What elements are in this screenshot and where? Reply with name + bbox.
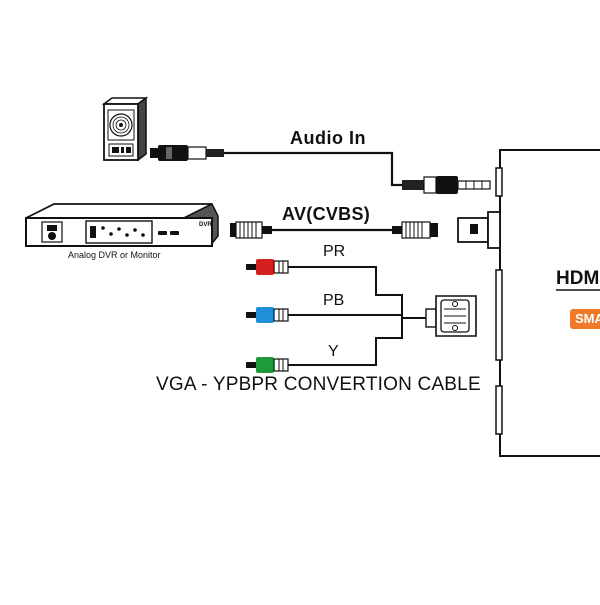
pb-label: PB [323,292,345,309]
audio-in-label: Audio In [290,128,366,148]
audio-plug-right-icon [402,176,491,194]
bnc-plug-right-icon [392,221,438,239]
av-cvbs-label: AV(CVBS) [282,204,371,224]
rca-plug-pb-icon [246,307,289,323]
y-label: Y [328,343,339,360]
dvr-caption: Analog DVR or Monitor [68,250,161,260]
device-badge: SMA [570,309,600,329]
audio-source-icon [101,96,149,162]
bnc-jack-icon [457,211,501,249]
device-badge-text: SMA [575,311,600,326]
rca-plug-pr-icon [246,259,289,275]
ypbpr-cable [288,266,426,366]
dvr-icon [25,202,219,247]
rca-plug-y-icon [246,357,289,373]
pr-label: PR [323,243,346,260]
audio-plug-left-icon [150,145,224,161]
hdmi-converter-icon [495,149,600,457]
audio-cable [224,151,402,187]
dvr-tag: DVR [199,222,212,228]
vga-connector-icon [425,295,477,337]
device-brand: HDM [556,268,600,289]
cable-caption: VGA - YPBPR CONVERTION CABLE [156,374,481,395]
bnc-plug-left-icon [230,221,272,239]
